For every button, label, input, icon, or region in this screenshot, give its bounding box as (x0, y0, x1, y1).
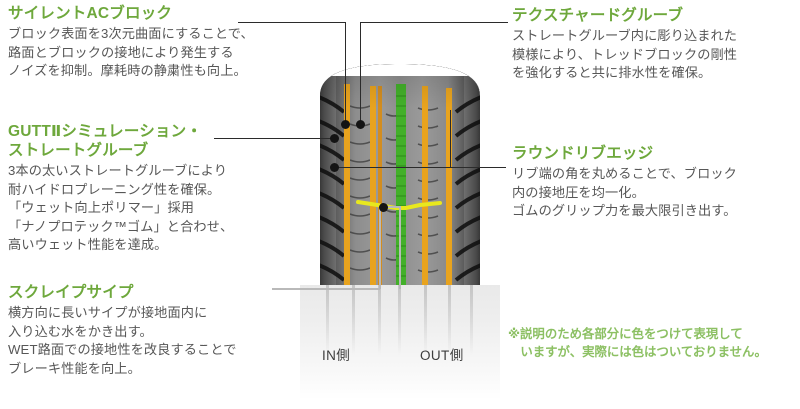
callout-scrape-sipe: スクレイプサイプ 横方向に長いサイプが接地面内に 入り込む水をかき出す。 WET… (8, 283, 298, 378)
leader-line-textured-groove (360, 22, 508, 23)
callout-gutt-simulation: GUTTⅡシミュレーション・ ストレートグルーブ 3本の太いストレートグルーブに… (8, 122, 298, 255)
tire-tread-illustration (300, 62, 500, 286)
callout-textured-groove: テクスチャードグルーブ ストレートグルーブ内に彫り込まれた 模様により、トレッド… (512, 6, 798, 83)
tire-label-in-side: IN側 (322, 348, 351, 363)
leader-dot-round-rib-edge (330, 163, 339, 172)
leader-stem-textured-groove (360, 22, 361, 124)
callout-body-silent-ac-block: ブロック表面を3次元曲面にすることで、 路面とブロックの接地により発生する ノイ… (8, 26, 254, 79)
callout-silent-ac-block: サイレントACブロック ブロック表面を3次元曲面にすることで、 路面とブロックの… (8, 4, 298, 81)
callout-body-textured-groove: ストレートグルーブ内に彫り込まれた 模様により、トレッドブロックの剛性 を強化す… (512, 28, 738, 81)
leader-dot-textured-groove (356, 120, 365, 129)
tire-label-out-side: OUT側 (420, 348, 464, 363)
callout-title-silent-ac-block: サイレントACブロック (8, 5, 173, 22)
callout-body-scrape-sipe: 横方向に長いサイプが接地面内に 入り込む水をかき出す。 WET路面での接地性を改… (8, 305, 237, 376)
leader-dot-silent-ac-block (341, 120, 350, 129)
leader-stem-round-rib-edge (450, 110, 451, 168)
callout-body-gutt-simulation: 3本の太いストレートグルーブにより 耐ハイドロプレーニング性を確保。 「ウェット… (8, 163, 234, 253)
leader-stem-silent-ac-block (345, 22, 346, 124)
callout-round-rib-edge: ラウンドリブエッジ リブ端の角を丸めることで、ブロック 内の接地圧を均一化。 ゴ… (512, 144, 798, 221)
leader-line-silent-ac-block (238, 22, 346, 23)
leader-stem3-scrape-sipe (399, 206, 401, 218)
leader-stem-scrape-sipe (379, 206, 381, 289)
leader-line-scrape-sipe (272, 288, 380, 290)
tire-reflection (300, 285, 500, 400)
leader-stem2-scrape-sipe (399, 206, 401, 289)
leader-dot-gutt-simulation (330, 134, 339, 143)
callout-title-scrape-sipe: スクレイプサイプ (8, 284, 134, 301)
callout-title-textured-groove: テクスチャードグルーブ (512, 7, 684, 24)
leader-dot-scrape-sipe (379, 203, 388, 212)
leader-line-round-rib-edge (334, 167, 506, 168)
leader-line-gutt-simulation (214, 138, 334, 139)
callout-title-gutt-simulation: GUTTⅡシミュレーション・ ストレートグルーブ (8, 123, 203, 159)
callout-title-round-rib-edge: ラウンドリブエッジ (512, 145, 654, 162)
leader-line2-scrape-sipe (379, 206, 400, 208)
callout-body-round-rib-edge: リブ端の角を丸めることで、ブロック 内の接地圧を均一化。 ゴムのグリップ力を最大… (512, 166, 737, 219)
color-disclaimer-note: ※説明のため各部分に色をつけて表現して いますが、実際には色はついておりません。 (508, 327, 767, 359)
